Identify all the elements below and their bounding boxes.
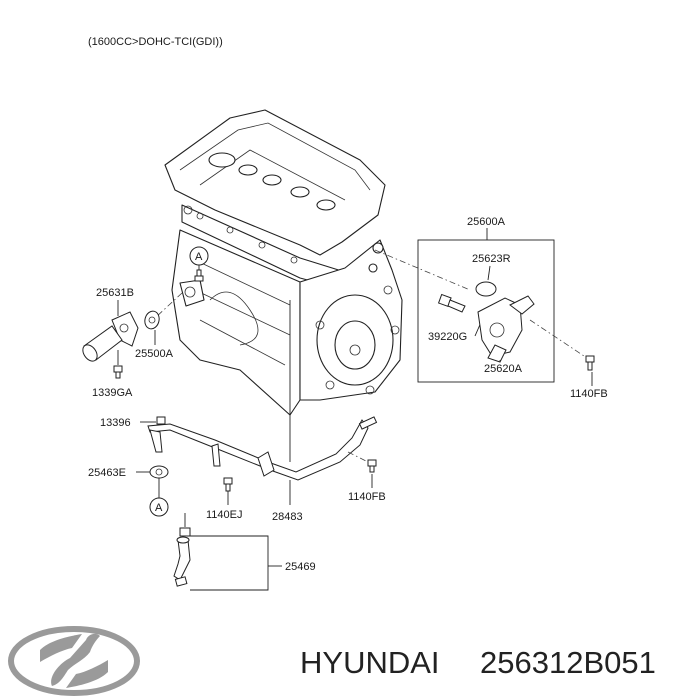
part-number: 256312B051 [480, 645, 656, 680]
engine-spec-header: (1600CC>DOHC-TCI(GDI)) [88, 36, 223, 48]
water-pipe-part [147, 416, 378, 481]
callout-1140fb-right: 1140FB [570, 388, 608, 400]
callout-39220g: 39220G [428, 331, 467, 343]
callout-25631b: 25631B [96, 287, 134, 299]
thermostat-housing-part [477, 295, 535, 363]
hyundai-logo [8, 626, 140, 696]
callout-25620a: 25620A [484, 363, 523, 375]
clamp-part [149, 465, 169, 479]
callout-1140ej: 1140EJ [206, 509, 243, 521]
ref-a-bottom: A [155, 502, 163, 514]
brand-name: HYUNDAI [300, 645, 440, 680]
callout-28483: 28483 [272, 511, 303, 523]
callout-25600a: 25600A [467, 216, 506, 228]
temp-sensor-part [437, 293, 466, 313]
callout-25623r: 25623R [472, 253, 511, 265]
engine-block-illustration [164, 109, 403, 416]
bolt-right-part [585, 355, 595, 371]
callout-1140fb-pipe: 1140FB [348, 491, 386, 503]
callout-1339ga: 1339GA [92, 387, 133, 399]
gasket-part [144, 310, 160, 330]
bolt-pipe-part [367, 459, 377, 473]
bolt-top-left-part [194, 269, 204, 282]
callout-25500a: 25500A [135, 348, 174, 360]
ref-a-bottom-circle [149, 497, 169, 517]
callout-25463e: 25463E [88, 467, 126, 479]
hose-part [173, 527, 191, 587]
assembly-box [417, 239, 555, 383]
o-ring-part [475, 281, 497, 297]
ref-a-top: A [195, 251, 203, 263]
bolt-13396-part [156, 416, 166, 425]
callout-25469: 25469 [285, 561, 316, 573]
bolt-ej-part [223, 477, 233, 492]
inlet-fitting-part [82, 311, 139, 362]
bolt-lower-left-part [113, 365, 123, 379]
callout-13396: 13396 [100, 417, 131, 429]
